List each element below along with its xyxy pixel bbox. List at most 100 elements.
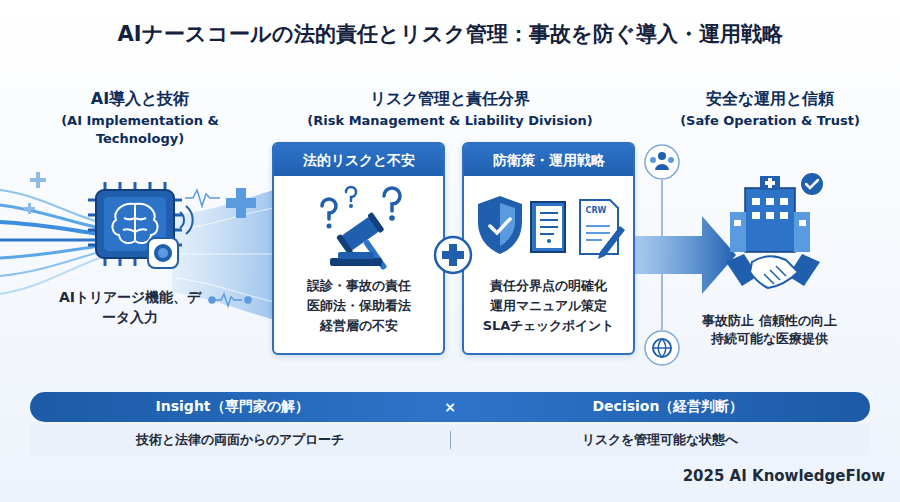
- ai-chip-icon: [135, 204, 158, 243]
- document-mark: CRW: [580, 205, 612, 216]
- hospital-icon: [780, 212, 788, 219]
- outcome-text: 事故防止 信頼性の向上 持続可能な医療提供: [702, 312, 837, 348]
- handshake-icon: [726, 254, 820, 288]
- hospital-icon: [730, 172, 824, 252]
- hospital-icon: [765, 178, 775, 188]
- section-subtitle: (Safe Operation & Trust): [665, 112, 875, 130]
- people-icon: [645, 145, 679, 179]
- band-text: Decision（経営判断）: [466, 398, 870, 416]
- hospital-icon: [734, 220, 741, 226]
- box-body-text: 誤診・事故の責任 医師法・保助看法 経営層の不安: [274, 276, 443, 352]
- strategy-box: 防衛策・運用戦略責任分界点の明確化 運用マニュアル策定 SLAチェックポイント: [462, 142, 635, 355]
- hospital-icon: [752, 212, 760, 219]
- ai-chip-icon: [154, 244, 172, 262]
- icon-space: [274, 176, 443, 276]
- ai-chip-icon: [158, 248, 168, 258]
- ai-chip-icon: [105, 182, 165, 190]
- hospital-icon: [734, 198, 806, 226]
- hospital-icon: [766, 198, 774, 205]
- flow-lines: [176, 254, 274, 255]
- data-streaks: [0, 222, 100, 234]
- data-streaks: [0, 205, 100, 228]
- ai-chip-icon: [105, 258, 165, 266]
- waveforms: [185, 190, 220, 206]
- flow-lines: [176, 208, 274, 302]
- ai-chip-icon: [88, 200, 96, 245]
- plus-signs: [24, 172, 256, 218]
- connector-lines: [661, 180, 663, 330]
- plus-signs: [226, 188, 256, 218]
- times-sign: ×: [434, 399, 466, 415]
- ai-chip-icon: [88, 182, 193, 268]
- ai-chip-icon: [174, 200, 182, 245]
- watermark: 2025 AI KnowledgeFlow: [630, 466, 885, 487]
- people-icon: [650, 157, 656, 163]
- ai-chip-icon: [123, 205, 147, 241]
- connector-lines: [661, 180, 663, 236]
- hospital-icon: [799, 220, 806, 226]
- people-icon: [668, 157, 674, 163]
- data-streaks: [0, 190, 100, 222]
- approach-band: 技術と法律の両面からのアプローチリスクを管理可能な状態へ: [30, 425, 870, 455]
- waveforms: [209, 297, 215, 303]
- section-heading: 安全な運用と信頼: [665, 88, 875, 110]
- people-icon: [653, 339, 671, 357]
- section-heading: リスク管理と責任分界: [260, 88, 640, 110]
- plus-signs: [30, 172, 46, 188]
- section-subtitle: (AI Implementation & Technology): [40, 112, 240, 148]
- section-heading: AI導入と技術: [40, 88, 240, 110]
- hospital-icon: [745, 188, 795, 252]
- data-streaks: [0, 239, 100, 242]
- box-heading: 法的リスクと不安: [274, 144, 443, 176]
- caption-text: AIトリアージ機能、データ入力: [58, 288, 202, 327]
- plus-circle: [442, 244, 464, 266]
- insight-band: Insight（専門家の解）×Decision（経営判断）: [30, 392, 870, 422]
- handshake-icon: [726, 254, 758, 286]
- box-heading: 防衛策・運用戦略: [464, 144, 633, 176]
- handshake-icon: [764, 266, 786, 284]
- waveforms: [245, 297, 251, 303]
- ai-chip-icon: [104, 197, 166, 251]
- handshake-icon: [750, 256, 798, 288]
- people-icon: [658, 152, 666, 160]
- ai-chip-icon: [148, 238, 178, 268]
- icon-space: [464, 176, 633, 276]
- waveforms: [215, 294, 242, 306]
- people-icon: [645, 331, 679, 365]
- connector-lines: [661, 274, 663, 330]
- people-icon: [653, 339, 671, 357]
- data-streaks: [0, 258, 100, 294]
- data-streaks: [0, 246, 100, 258]
- hospital-icon: [760, 176, 780, 190]
- ai-chip-icon: [112, 204, 157, 243]
- waveforms: [185, 190, 251, 306]
- band-text: リスクを管理可能な状態へ: [450, 431, 871, 449]
- flow-lines: [176, 208, 274, 230]
- plus-signs: [24, 203, 35, 214]
- section-subtitle: (Risk Management & Liability Division): [250, 112, 650, 130]
- ai-chip-icon: [88, 182, 182, 266]
- ai-chip-icon: [180, 206, 193, 234]
- hospital-icon: [806, 180, 818, 188]
- big-arrow: [634, 216, 736, 294]
- ai-chip-icon: [96, 190, 174, 258]
- hospital-icon: [752, 198, 760, 205]
- band-text: Insight（専門家の解）: [30, 398, 434, 416]
- risk-box: 法的リスクと不安誤診・事故の責任 医師法・保助看法 経営層の不安: [272, 142, 445, 355]
- hospital-icon: [800, 172, 824, 196]
- handshake-icon: [788, 254, 820, 286]
- people-icon: [645, 145, 679, 365]
- hospital-icon: [766, 212, 774, 219]
- data-streaks: [0, 190, 100, 294]
- data-streaks: [0, 252, 100, 276]
- hospital-icon: [780, 198, 788, 205]
- box-body-text: 責任分界点の明確化 運用マニュアル策定 SLAチェックポイント: [464, 276, 633, 352]
- ai-chip-icon: [112, 204, 135, 243]
- hospital-icon: [730, 212, 746, 252]
- people-icon: [655, 164, 669, 170]
- band-text: 技術と法律の両面からのアプローチ: [30, 431, 450, 449]
- title: AIナースコールの法的責任とリスク管理：事故を防ぐ導入・運用戦略: [0, 20, 900, 48]
